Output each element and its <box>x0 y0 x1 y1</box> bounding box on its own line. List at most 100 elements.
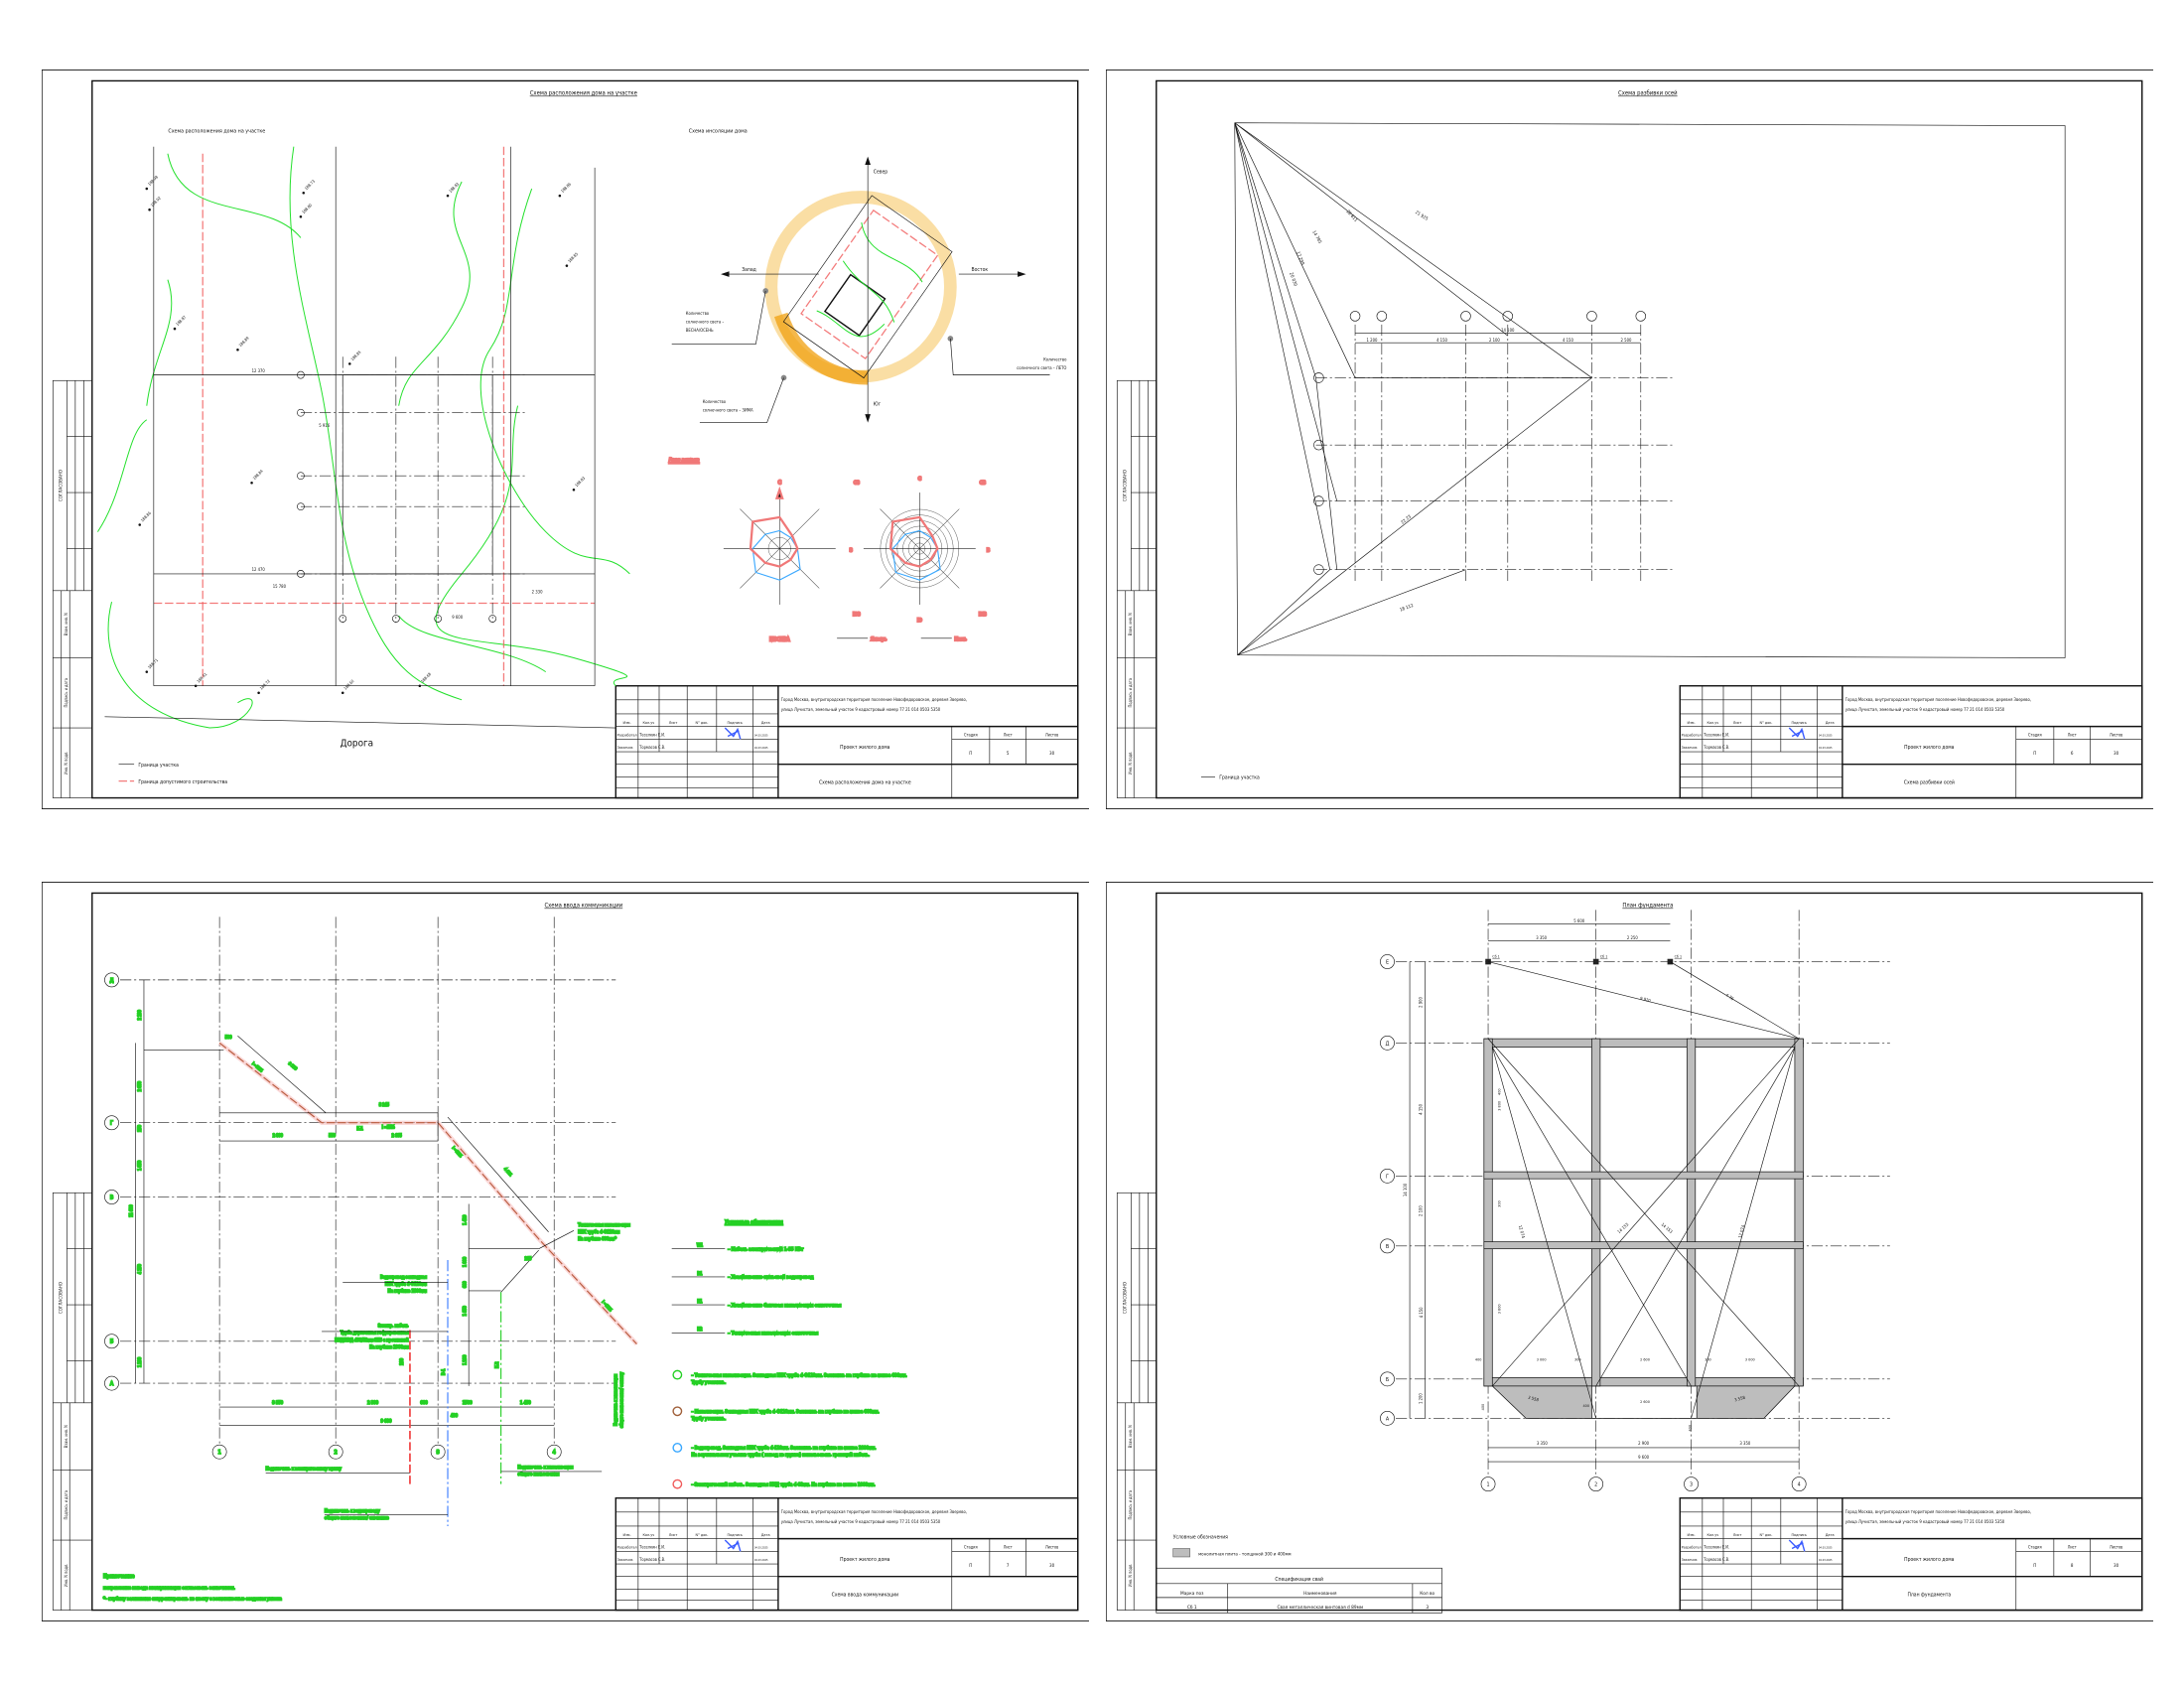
dimension-label: 2 900 <box>1638 1441 1649 1446</box>
dimension-label: 3 558 <box>1528 1395 1540 1403</box>
elevation-point <box>138 523 141 526</box>
dimension-label: 400 <box>1688 1425 1693 1432</box>
rose-ring <box>880 508 960 589</box>
north-arrow-icon <box>774 486 784 499</box>
drawing-line <box>538 1230 575 1249</box>
person-name: Теселкин Е.И. <box>1704 1545 1729 1550</box>
dimension-label: 14 153 <box>1660 1222 1674 1235</box>
sheets-label: Листов <box>2110 733 2122 738</box>
elevation-label: 188.92 <box>150 196 162 208</box>
site-boundary-line <box>104 716 616 729</box>
summer-sunlight-label: Количество <box>1043 357 1067 362</box>
axis-marker <box>297 408 305 417</box>
inner-frame <box>91 79 1079 799</box>
dimension-label: 1 050 <box>462 1305 467 1316</box>
radial-line <box>1234 122 1356 378</box>
contour-line <box>107 601 253 729</box>
project-name: Проект жилого дома <box>1904 745 1955 751</box>
legend-tag: К2 <box>697 1327 703 1332</box>
note-line: *– глубину заложения скорректировать по … <box>103 1596 282 1603</box>
dimension-label: 15 780 <box>273 584 287 589</box>
sheet-label: Лист <box>2068 733 2077 738</box>
connect-sewer-note: Подключить к канализации <box>518 1465 574 1470</box>
date: 04.03.2025 <box>754 1558 768 1562</box>
legend-title: Условные обозначения <box>725 1218 782 1225</box>
water-note: ПВХ труба d-Ф110мм <box>385 1281 427 1286</box>
radial-line <box>1234 122 1508 337</box>
stamp-replace-label: Взам. инв. N <box>64 613 68 635</box>
road-label: Дорога <box>341 738 374 749</box>
axis-label: 1 <box>218 1450 221 1456</box>
role-label: Разработал <box>617 1546 637 1550</box>
direction-label: СВ <box>980 481 986 487</box>
radial-length: 20 030 <box>1288 272 1298 288</box>
contour-line <box>816 221 923 338</box>
column-header: Дата <box>1826 720 1835 725</box>
pipe-tag: В-1 <box>441 1368 446 1375</box>
sheets-label: Листов <box>1045 1545 1058 1550</box>
column-header: Подпись <box>727 1532 742 1537</box>
dimension-label: 11 600 <box>129 1204 134 1217</box>
axis-marker <box>1313 564 1324 575</box>
address-line: Город Москва, внутригородская территория… <box>781 697 967 702</box>
sheet-number: 6 <box>2071 751 2074 757</box>
sheet-number: 8 <box>2071 1563 2074 1569</box>
dimension-label: 3 000 <box>1745 1357 1755 1362</box>
axis-label: Г <box>1386 1174 1389 1180</box>
column-header: Лист <box>1733 1532 1742 1537</box>
legend-circle-icon <box>672 1369 683 1380</box>
sheet-label: Лист <box>1004 733 1013 738</box>
stamp-sign-label: Подпись и дата <box>64 678 68 707</box>
stamp-inv-label: Инв. N подл. <box>1128 1564 1133 1587</box>
date: 04.03.2025 <box>1819 746 1833 750</box>
dimension-label: 4 621 <box>503 1167 514 1178</box>
legend-circle-icon <box>672 1443 683 1453</box>
connect-septic-note: общего пользования/ септику <box>618 1372 623 1428</box>
stamp-sign-label: Подпись и дата <box>1128 678 1133 707</box>
note-line: направление вывода коммуникации согласов… <box>103 1586 235 1591</box>
dimension-label: 1 450 <box>520 1400 531 1405</box>
stamp-agreed-label: СОГЛАСОВАНО <box>1122 470 1128 501</box>
elevation-point <box>565 264 569 267</box>
column-header: Изм. <box>623 720 631 725</box>
legend-circle-label: Трубу утеплить. <box>690 1378 726 1385</box>
dimension-label: 400 <box>1480 1404 1485 1411</box>
stamp-inv-label: Инв. N подл. <box>1128 752 1133 774</box>
column-header: Кол.уч <box>1707 720 1719 725</box>
role-label: Заказчик <box>617 746 633 750</box>
drawing-line <box>1492 1038 1800 1387</box>
person-name: Теселкин Е.И. <box>639 1545 665 1550</box>
axis-label: В <box>110 1195 113 1200</box>
spec-cell: 3 <box>1426 1605 1429 1611</box>
elevation-label: 188.89 <box>237 336 249 348</box>
column-axis-marker <box>1480 1477 1496 1492</box>
dimension-label: 3 350 <box>1739 1441 1750 1446</box>
legend-circle-label: – Водопровод. Закладная ПВХ труба d-110м… <box>691 1445 876 1452</box>
connect-sewer-note: общего пользования <box>518 1472 560 1477</box>
title-block-border <box>614 1497 1079 1612</box>
winter-sunlight-label: Количество <box>703 399 727 404</box>
radial-line <box>1237 377 1592 655</box>
east-label: Восток <box>972 267 989 273</box>
dimension-label: 285 <box>525 1256 532 1261</box>
dimension-label: 1 200 <box>1367 338 1378 343</box>
elevation-point <box>145 187 149 191</box>
sheets-label: Листов <box>1045 733 1058 738</box>
dimension-label: 2 330 <box>532 590 543 595</box>
legend-label: Граница допустимого строительства <box>138 779 227 785</box>
direction-label: ЮЗ <box>853 612 861 618</box>
spring-sunlight-label: ВЕСНА/ОСЕНЬ <box>686 328 714 333</box>
dimension-label: 400 <box>451 1413 459 1418</box>
south-label: Юг <box>874 402 882 408</box>
dimension-label: 4 150 <box>137 1263 142 1274</box>
inner-frame <box>91 892 1079 1612</box>
sheet-title: Схема расположения дома на участке <box>819 779 911 785</box>
elevation-label: 188.86 <box>140 510 153 523</box>
column-header: Дата <box>1826 1532 1835 1537</box>
direction-label: З <box>850 547 853 553</box>
dimension-label: 3 253 <box>288 1060 299 1070</box>
dimension-label: 3 350 <box>1536 935 1547 940</box>
connect-water-note: Подключить к водопроводу <box>325 1508 380 1513</box>
